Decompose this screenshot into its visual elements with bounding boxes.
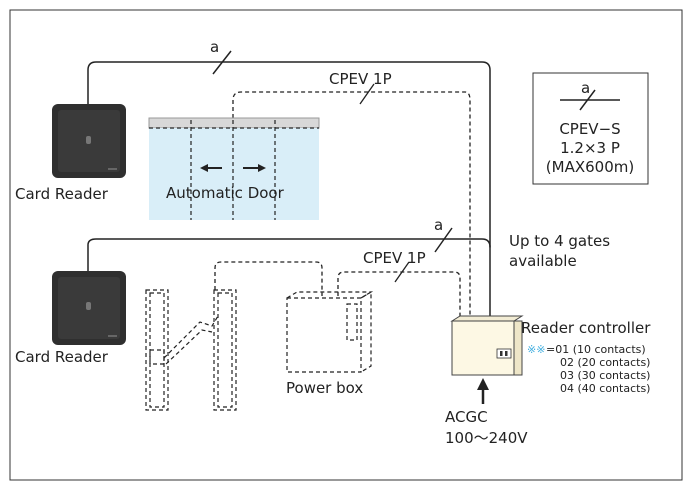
power-input-voltage: 100～240V: [445, 429, 528, 447]
cable-a-top-tag: a: [210, 38, 219, 56]
gates-note-line2: available: [509, 252, 577, 270]
power-input-type: ACGC: [445, 408, 488, 426]
reader-controller-option: =01 (10 contacts): [546, 343, 646, 356]
cable-legend: a CPEV−S 1.2×3 P (MAX600m): [532, 72, 649, 185]
gate-barrier: [145, 289, 237, 411]
automatic-door-label: Automatic Door: [166, 184, 285, 202]
cable-a-bottom-tag: a: [434, 216, 443, 234]
cable-cpev-top-label: CPEV 1P: [329, 70, 392, 88]
cable-a-top-slash: [212, 50, 232, 75]
card-reader-top-device: [52, 104, 126, 178]
cable-barrier-power: [214, 261, 323, 296]
gates-note-line1: Up to 4 gates: [509, 232, 610, 250]
cable-cpev-top-slash: [359, 83, 375, 105]
reader-controller-device: [450, 315, 524, 376]
reader-controller-option: 04 (40 contacts): [560, 382, 650, 395]
cable-a-bottom-slash: [434, 227, 453, 253]
power-input-arrow: [477, 378, 489, 404]
cable-a-top: [87, 61, 491, 323]
cable-a-bottom: [87, 238, 491, 273]
legend-max-length: (MAX600m): [546, 158, 634, 176]
reader-controller-option: 02 (20 contacts): [560, 356, 650, 369]
cable-cpev-bottom-slash: [394, 261, 410, 283]
automatic-door: [148, 117, 320, 220]
reader-controller-label: Reader controller: [521, 319, 651, 337]
reader-controller-asterisk: ※※: [527, 343, 545, 356]
reader-controller-option: 03 (30 contacts): [560, 369, 650, 382]
card-reader-top-label: Card Reader: [15, 185, 109, 203]
legend-cable-spec: 1.2×3 P: [560, 139, 620, 157]
legend-cable-type: CPEV−S: [559, 120, 620, 138]
power-box-label: Power box: [286, 379, 363, 397]
cable-cpev-bottom-label: CPEV 1P: [363, 249, 426, 267]
card-reader-bottom-device: [52, 271, 126, 345]
card-reader-bottom-label: Card Reader: [15, 348, 109, 366]
cable-cpev-top: [232, 91, 471, 322]
legend-tag: a: [581, 79, 590, 97]
power-box-device: [286, 290, 374, 373]
